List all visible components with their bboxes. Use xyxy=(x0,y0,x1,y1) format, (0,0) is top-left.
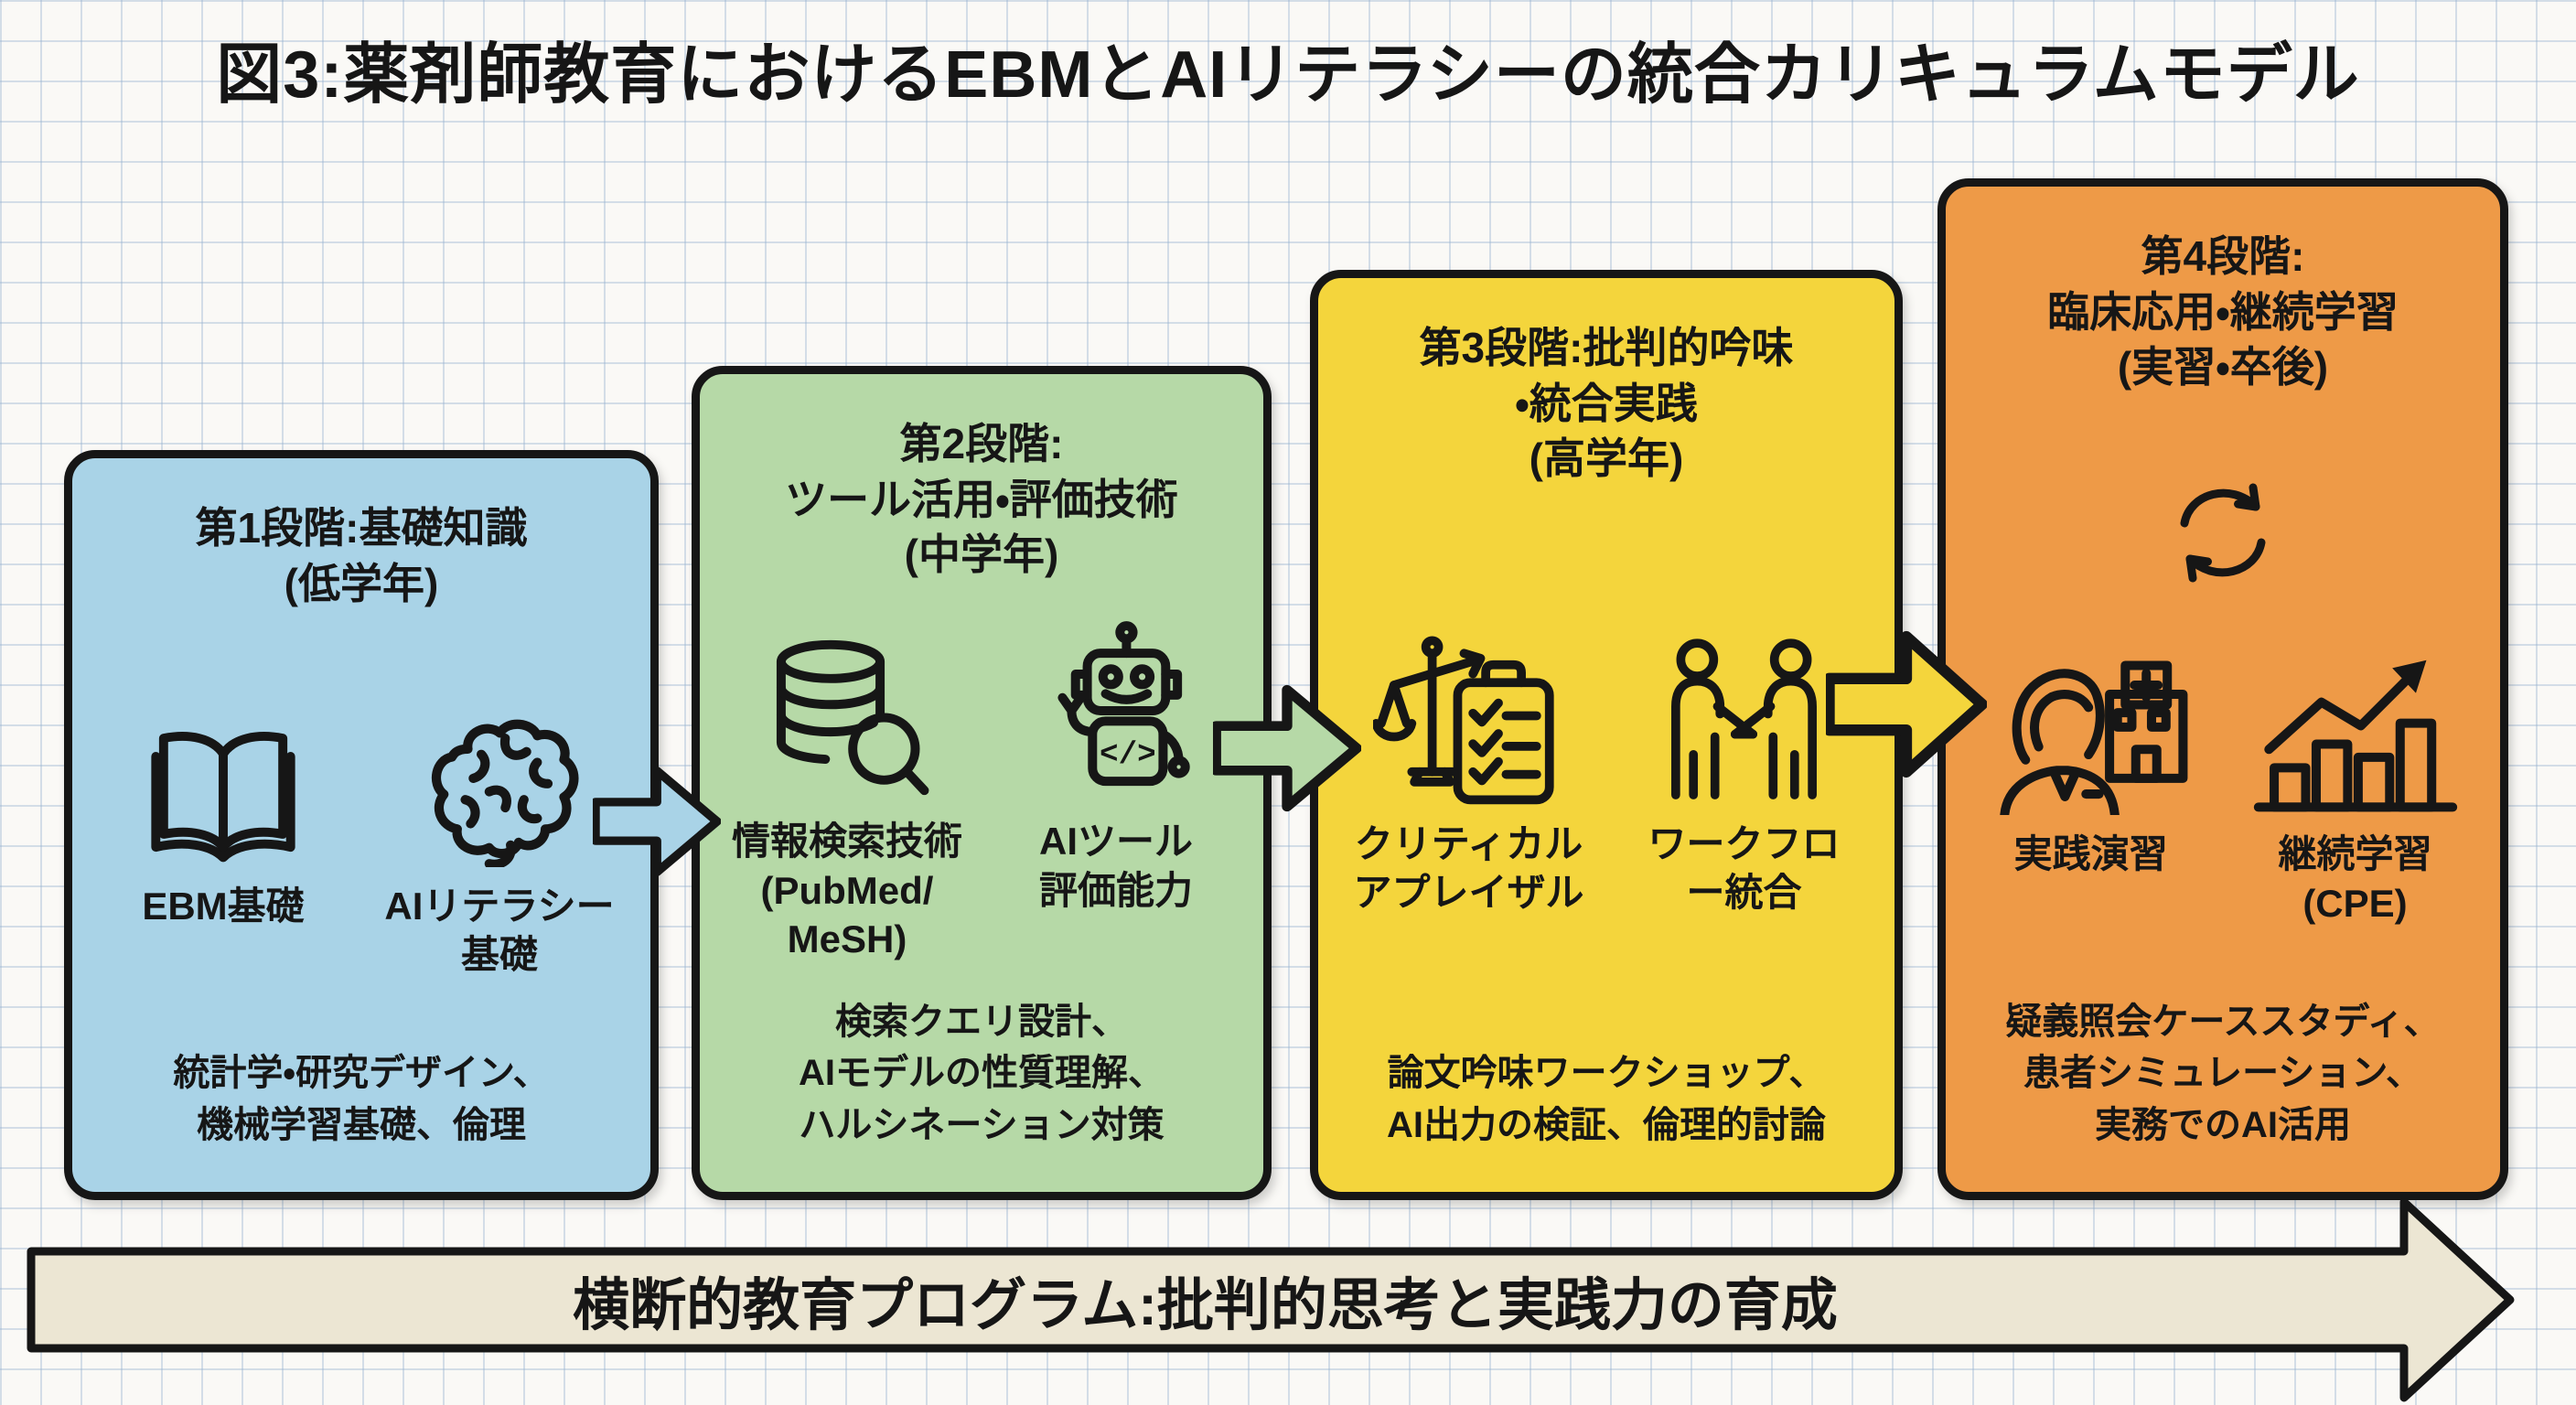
stage-3-label-appraisal: クリティカル アプレイザル xyxy=(1353,821,1584,915)
stage-2-item-search: 情報検索技術 (PubMed/ MeSH) xyxy=(716,615,978,964)
stage-3-item-workflow: ワークフロ ー統合 xyxy=(1610,617,1878,918)
brain-icon xyxy=(420,680,580,867)
stage-4-item-cpe: 継続学習 (CPE) xyxy=(2227,660,2484,928)
stage-4-detail: 疑義照会ケーススタディ、 患者シミュレーション、 実務でのAI活用 xyxy=(2005,1001,2441,1146)
stage-2-detail: 検索クエリ設計、 AIモデルの性質理解、 ハルシネーション対策 xyxy=(799,1001,1165,1146)
stage-1-label-ebm: EBM基礎 xyxy=(142,884,305,928)
stage-1-card: 第1段階:基礎知識 (低学年) EBM基礎 xyxy=(64,450,659,1200)
stage-arrow-1-2 xyxy=(593,766,721,877)
stage-3-card: 第3段階:批判的吟味 ・統合実践 (高学年) xyxy=(1310,270,1903,1200)
growth-chart-icon-svg xyxy=(2253,660,2457,812)
stage-2-items: 情報検索技術 (PubMed/ MeSH) xyxy=(716,615,1247,964)
stage-3-item-appraisal: クリティカル アプレイザル xyxy=(1335,617,1603,918)
stage-4-items: 実践演習 継続学習 (CPE) xyxy=(1962,660,2484,928)
figure-title: 図3:薬剤師教育におけるEBMとAIリテラシーの統合カリキュラムモデル xyxy=(216,38,2360,112)
ai-robot-icon-svg: </> xyxy=(1057,620,1190,786)
stage-4-header: 第4段階: 臨床応用・継続学習 (実習・卒後) xyxy=(2047,232,2399,391)
cross-program-banner-arrow xyxy=(27,1197,2515,1402)
book-icon xyxy=(145,680,301,867)
handshake-icon-svg xyxy=(1671,638,1817,799)
stage-2-label-search: 情報検索技術 (PubMed/ MeSH) xyxy=(731,819,962,961)
stage-arrow-2-3 xyxy=(1213,684,1361,812)
book-icon-svg xyxy=(151,731,295,863)
ai-robot-icon: </> xyxy=(1025,615,1208,802)
stage-2-header: 第2段階: ツール活用・評価技術 (中学年) xyxy=(785,420,1178,579)
database-search-icon xyxy=(763,615,932,802)
stage-4-label-practice: 実践演習 xyxy=(2013,831,2168,875)
stage-4-label-cpe: 継続学習 (CPE) xyxy=(2278,831,2432,925)
database-search-icon-svg xyxy=(776,639,928,795)
stage-2-card: 第2段階: ツール活用・評価技術 (中学年) 情報検索技術 (PubMed/ M… xyxy=(692,366,1272,1200)
appraisal-scale-icon-svg xyxy=(1372,635,1554,804)
stage-3-items: クリティカル アプレイザル xyxy=(1335,617,1878,918)
appraisal-scale-icon xyxy=(1372,617,1565,805)
stage-1-label-ai: AIリテラシー 基礎 xyxy=(384,884,615,977)
stage-1-item-ai: AIリテラシー 基礎 xyxy=(365,680,634,981)
brain-icon-svg xyxy=(431,719,579,867)
pharmacist-icon-svg xyxy=(1999,660,2187,815)
robot-code-glyph: </> xyxy=(1100,737,1156,773)
cross-program-banner-label: 横断的教育プログラム:批判的思考と実践力の育成 xyxy=(573,1274,1838,1337)
cycle-arrows-icon xyxy=(2154,463,2292,600)
handshake-icon xyxy=(1637,617,1852,805)
stage-3-header: 第3段階:批判的吟味 ・統合実践 (高学年) xyxy=(1419,324,1794,483)
stage-1-detail: 統計学・研究デザイン、 機械学習基礎、倫理 xyxy=(173,1053,550,1146)
stage-arrow-3-4 xyxy=(1826,630,1987,778)
stage-3-detail: 論文吟味ワークショップ、 AI出力の検証、倫理的討論 xyxy=(1387,1053,1826,1146)
growth-chart-icon xyxy=(2250,660,2461,815)
stage-3-label-workflow: ワークフロ ー統合 xyxy=(1648,821,1841,915)
stage-2-item-aitool: </> AIツール 評価能力 xyxy=(985,615,1247,916)
cycle-arrows-icon-svg xyxy=(2180,483,2266,583)
pharmacist-icon xyxy=(1986,660,2196,815)
stage-1-header: 第1段階:基礎知識 (低学年) xyxy=(195,504,528,607)
stage-2-label-aitool: AIツール 評価能力 xyxy=(1038,819,1193,912)
stage-4-item-practice: 実践演習 xyxy=(1962,660,2219,879)
stage-1-items: EBM基礎 AIリテラシー 基礎 xyxy=(89,680,634,981)
stage-4-card: 第4段階: 臨床応用・継続学習 (実習・卒後) xyxy=(1937,178,2508,1200)
stage-1-item-ebm: EBM基礎 xyxy=(89,680,358,931)
